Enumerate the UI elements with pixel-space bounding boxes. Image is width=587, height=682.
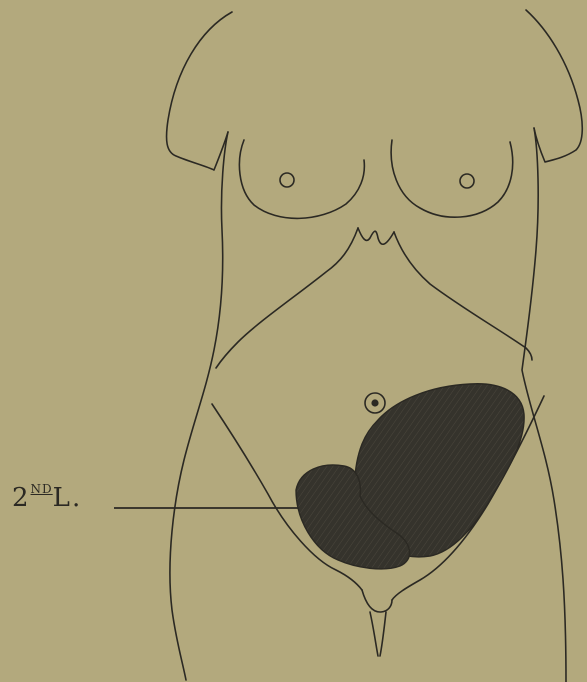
right-shoulder-outline — [526, 10, 582, 162]
label-tail: L. — [53, 483, 83, 513]
left-nipple — [280, 173, 294, 187]
xiphoid-notch — [358, 228, 394, 244]
second-lobe-label: 2NDL. — [12, 485, 82, 511]
label-suffix: ND — [31, 482, 53, 496]
costal-margin — [216, 228, 358, 368]
left-breast-outline — [239, 140, 364, 218]
umbilicus-inner — [372, 400, 378, 406]
thigh-gap-right — [380, 612, 386, 656]
thigh-gap-left — [370, 612, 378, 656]
left-shoulder-outline — [167, 12, 232, 170]
label-number: 2 — [12, 483, 31, 513]
right-breast-outline — [391, 140, 513, 217]
left-torso-outline — [170, 132, 228, 680]
pubic-outline — [362, 590, 392, 612]
right-torso-outline — [522, 128, 566, 682]
costal-margin-right — [394, 232, 532, 360]
right-nipple — [460, 174, 474, 188]
